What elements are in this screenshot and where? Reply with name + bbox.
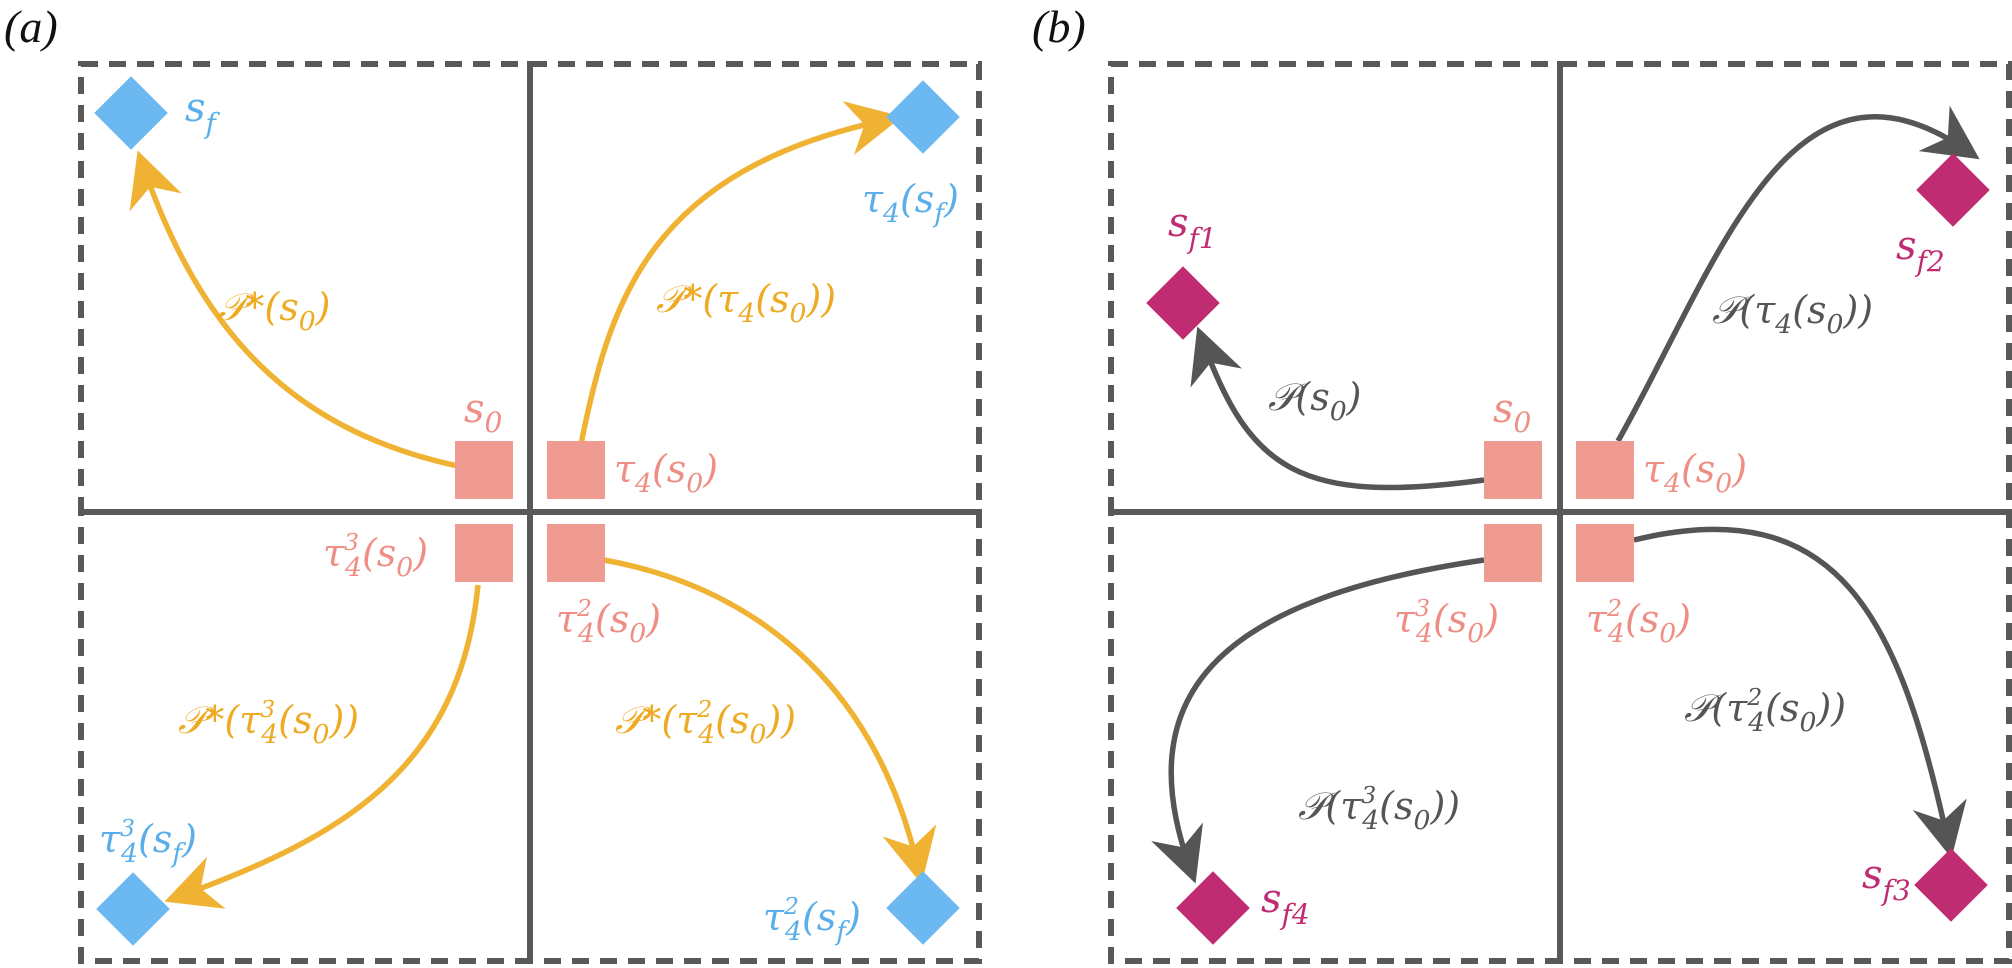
optimal-path-top-right xyxy=(578,101,903,445)
optimal-path-top-left xyxy=(129,150,459,469)
panel-b-initial-states xyxy=(1484,441,1634,582)
initial-state-square-tau4 xyxy=(1576,441,1634,499)
initial-state-square-tau4-squared xyxy=(547,524,605,582)
label-state-tau4-s0: τ4(s0) xyxy=(614,447,718,499)
label-path-top-left: 𝒫(s0) xyxy=(1268,375,1362,427)
label-goal-sf2: sf2 xyxy=(1896,223,1945,278)
label-state-tau4-s0: τ4(s0) xyxy=(1643,447,1747,499)
panel-a-goal-states xyxy=(94,76,960,946)
quadrant-bottom-right xyxy=(1557,509,2012,964)
path-bottom-left xyxy=(1151,557,1485,884)
goal-diamond-top-left xyxy=(94,76,168,150)
panel-a: (a) sf τ4( xyxy=(4,1,982,964)
label-goal-sf1: sf1 xyxy=(1168,200,1217,255)
goal-diamond-sf4 xyxy=(1176,871,1250,945)
label-path-top-left: 𝒫*(s0) xyxy=(218,285,331,337)
label-path-top-right: 𝒫*(τ4(s0)) xyxy=(656,277,836,329)
goal-diamond-sf3 xyxy=(1914,848,1988,922)
goal-diamond-bottom-right xyxy=(886,871,960,945)
panel-b-tag: (b) xyxy=(1032,1,1086,52)
path-top-right xyxy=(1615,105,1980,443)
label-goal-tau4-s-f: τ4(sf) xyxy=(862,177,959,229)
optimal-path-bottom-right xyxy=(603,557,937,885)
initial-state-square-tau4 xyxy=(547,441,605,499)
path-bottom-right xyxy=(1633,526,1967,859)
goal-diamond-top-right xyxy=(886,80,960,154)
panel-a-paths xyxy=(129,101,937,909)
quadrant-bottom-right xyxy=(527,509,982,964)
goal-diamond-bottom-left xyxy=(96,872,170,946)
initial-state-square-tau4-squared xyxy=(1576,524,1634,582)
panel-a-grid xyxy=(78,61,982,964)
panel-b-grid xyxy=(1108,61,2012,964)
initial-state-square-s0 xyxy=(455,441,513,499)
label-path-top-right: 𝒫(τ4(s0)) xyxy=(1712,288,1873,340)
initial-state-square-tau4-cubed xyxy=(1484,524,1542,582)
goal-diamond-sf2 xyxy=(1916,153,1990,227)
label-goal-sf3: sf3 xyxy=(1862,852,1911,907)
panel-b: (b) sf1 sf2 sf3 sf4 xyxy=(1032,1,2012,964)
panel-a-tag: (a) xyxy=(4,1,58,52)
initial-state-square-s0 xyxy=(1484,441,1542,499)
path-top-left xyxy=(1190,326,1485,491)
goal-diamond-sf1 xyxy=(1146,266,1220,340)
initial-state-square-tau4-cubed xyxy=(455,524,513,582)
label-goal-s-f: sf xyxy=(185,85,221,140)
optimal-path-bottom-left xyxy=(164,584,481,909)
panel-a-initial-states xyxy=(455,441,605,582)
panel-b-paths xyxy=(1151,105,1980,884)
panel-b-goal-states xyxy=(1146,153,1990,945)
label-goal-sf4: sf4 xyxy=(1261,876,1310,931)
label-state-s0: s0 xyxy=(1493,386,1531,439)
label-state-s0: s0 xyxy=(464,386,502,439)
